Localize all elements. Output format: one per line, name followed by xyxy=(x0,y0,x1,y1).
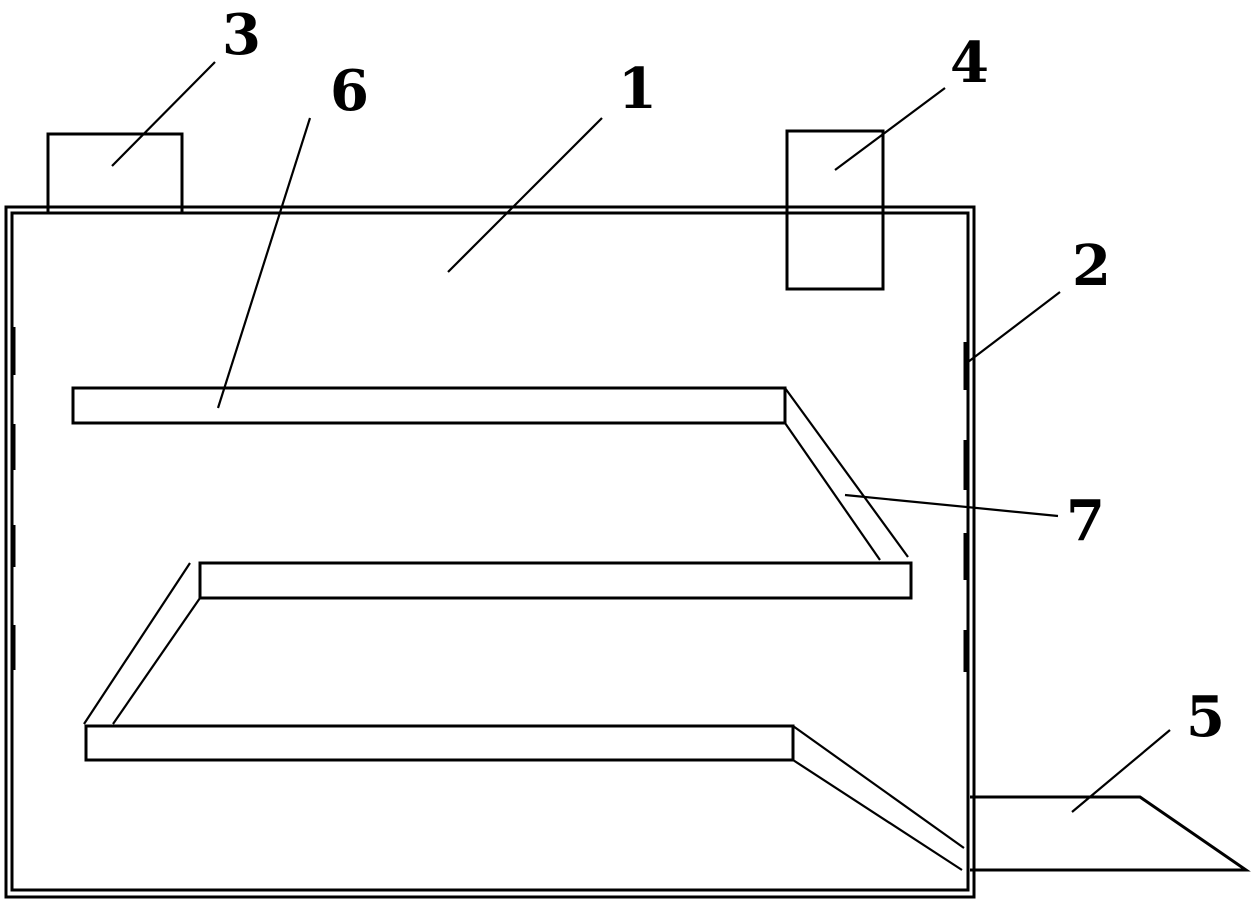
ramp-middle-left xyxy=(83,562,201,725)
leader-lines xyxy=(111,61,1171,813)
fan-box-4 xyxy=(785,129,885,291)
shelf-top xyxy=(71,386,787,425)
outlet-chute-5 xyxy=(970,795,1251,872)
label-7: 7 xyxy=(1066,488,1105,554)
shelf-middle xyxy=(198,561,913,600)
label-1: 1 xyxy=(618,56,657,122)
ramp-top-right xyxy=(784,387,909,561)
label-4: 4 xyxy=(950,30,989,96)
ramp-bottom-right xyxy=(792,725,965,871)
shelf-bottom xyxy=(84,724,795,762)
label-3: 3 xyxy=(222,2,261,68)
label-2: 2 xyxy=(1072,233,1111,299)
label-6: 6 xyxy=(330,58,369,124)
label-5: 5 xyxy=(1186,684,1225,750)
wall-markers-2 xyxy=(10,327,969,672)
housing-1 xyxy=(4,205,976,899)
inlet-box-3 xyxy=(46,132,184,215)
